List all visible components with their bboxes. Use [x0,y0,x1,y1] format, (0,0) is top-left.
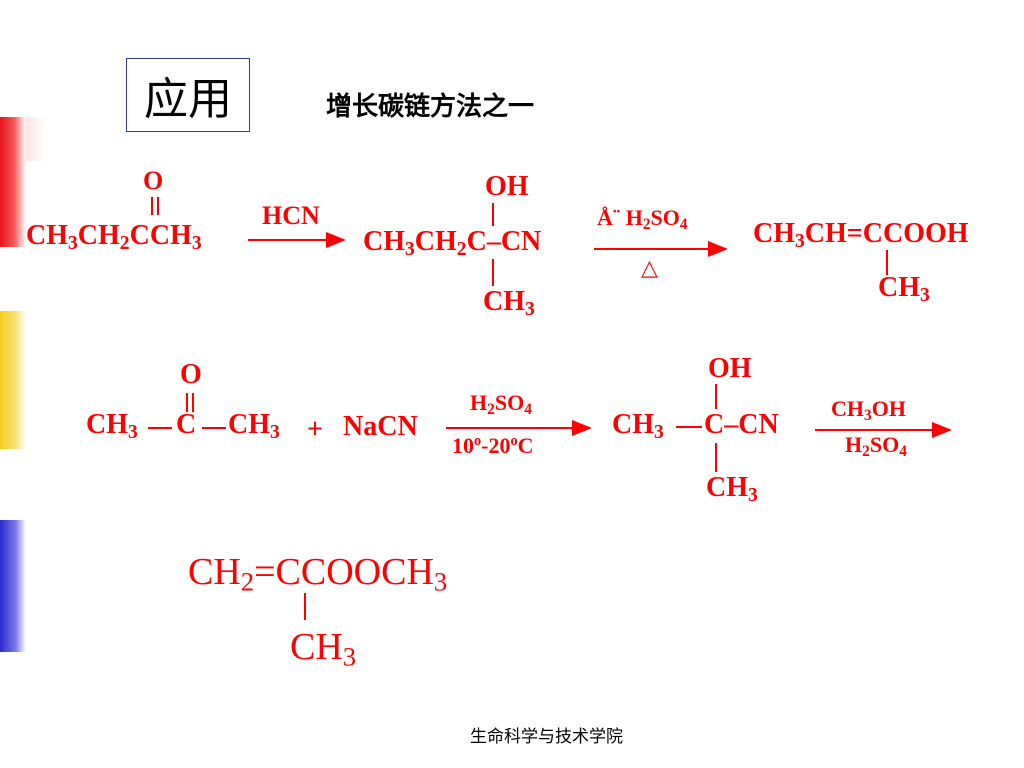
r1-product-ch3: CH3 [878,272,930,306]
decor-bar-red-fade [26,117,46,161]
r1-reactant-butanone: CH3CH2CCH3 [26,220,202,254]
r2-reagent-h2so4: H2SO4 [470,390,532,418]
r2-nacn: NaCN [343,411,418,442]
final-product-ester: CH2=CCOOCH3 [188,551,448,597]
page-title: 应用 [126,58,250,132]
r2-reagent2-h2so4: H2SO4 [845,432,907,460]
r1-intermediate-cyanohydrin: CH3CH2C–CN [363,226,542,260]
r2-reagent-methanol: CH3OH [831,396,906,424]
r2-acetone-left-ch3: CH3 [86,409,138,443]
final-product-ch3: CH3 [290,626,357,672]
r1-reactant-oxygen: O [143,166,164,195]
r2-intermediate-bottom-ch3: CH3 [706,472,758,506]
r1-product-acid: CH3CH=CCOOH [753,218,969,252]
page-subtitle: 增长碳链方法之一 [326,92,535,122]
decor-bar-blue [0,520,26,652]
r2-acetone-carbon: C [176,409,197,440]
r2-acetone-right-ch3: CH3 [228,409,280,443]
footer-institution: 生命科学与技术学院 [470,727,623,747]
r2-intermediate-carbon-cn: C–CN [704,409,779,440]
r2-reagent-temperature: 10o-20oC [452,433,534,458]
r1-intermediate-ch3: CH3 [483,286,535,320]
r2-intermediate-left-ch3: CH3 [612,409,664,443]
r1-intermediate-oh: OH [485,171,529,202]
r2-intermediate-oh: OH [708,353,752,384]
r2-plus: + [307,414,323,445]
r2-acetone-oxygen: O [180,359,202,390]
r1-catalyst: Å¨ H2SO4 [597,205,688,233]
r1-heat-symbol: △ [641,256,658,281]
decor-bar-red [0,117,26,247]
decor-bar-yellow [0,311,26,449]
r1-reagent-hcn: HCN [262,201,320,230]
